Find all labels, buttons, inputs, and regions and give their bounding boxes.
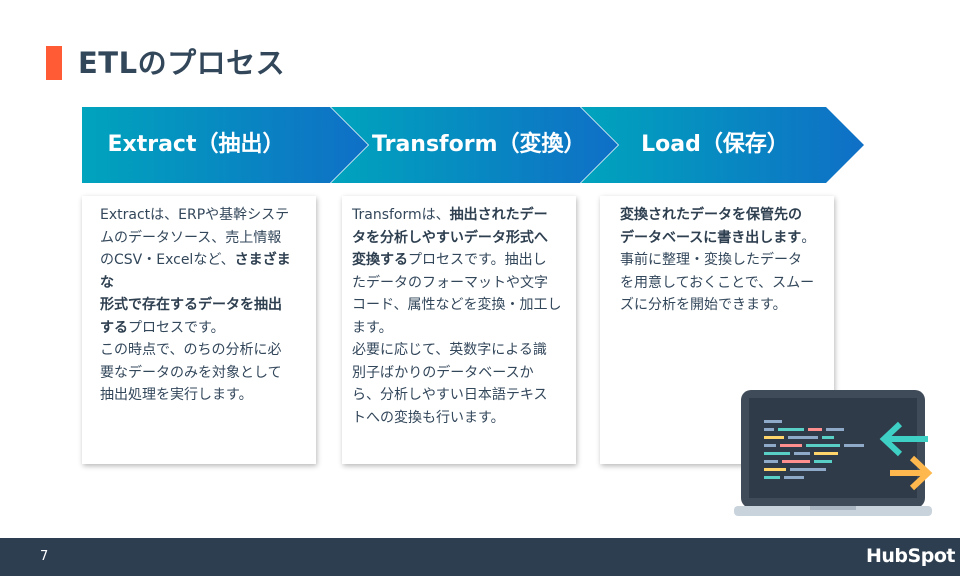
arrow-left-icon [879, 421, 928, 457]
card-line: タを分析しやすいデータ形式へ [352, 227, 562, 250]
card-line: 変換するプロセスです。抽出し [352, 249, 562, 272]
card-line: たデータのフォーマットや文字 [352, 272, 562, 295]
page-number: 7 [40, 549, 49, 564]
card-extract: Extractは、ERPや基幹システムのデータソース、売上情報のCSV・Exce… [82, 196, 316, 464]
card-line: するプロセスです。 [100, 317, 302, 340]
card-line: 要なデータのみを対象として [100, 362, 302, 385]
card-line: ら、分析しやすい日本語テキス [352, 384, 562, 407]
body-text: この時点で、のちの分析に必 [100, 342, 282, 358]
emphasis-text: データベースに書き出します [620, 229, 802, 246]
body-text: プロセスです。 [128, 319, 225, 336]
body-text: 必要に応じて、英数字による識 [352, 342, 547, 358]
emphasis-text: 形式で存在するデータを抽出 [100, 297, 282, 313]
body-text: Transformは、 [352, 207, 450, 223]
body-text: ます。 [352, 319, 393, 336]
card-line: ます。 [352, 317, 562, 340]
emphasis-text: 抽出されたデー [449, 207, 548, 223]
card-line: トへの変換も行います。 [352, 407, 562, 430]
body-text: たデータのフォーマットや文字 [352, 274, 548, 291]
step-label-extract: Extract（抽出） [107, 132, 285, 157]
arrow-right-icon [890, 455, 933, 491]
emphasis-text: タを分析しやすいデータ形式へ [352, 229, 548, 246]
card-line: 形式で存在するデータを抽出 [100, 294, 302, 317]
card-line: 事前に整理・変換したデータ [620, 249, 820, 272]
body-text: のCSV・Excelなど、 [100, 252, 235, 268]
body-text: プロセスです。抽出し [408, 252, 547, 268]
body-text: 事前に整理・変換したデータ [620, 252, 802, 268]
slide-title: ETLのプロセス [78, 46, 286, 80]
emphasis-text: 変換する [352, 252, 408, 268]
card-line: Extractは、ERPや基幹システ [100, 204, 302, 227]
card-line: この時点で、のちの分析に必 [100, 339, 302, 362]
body-text: 抽出処理を実行します。 [100, 387, 253, 403]
card-line: 抽出処理を実行します。 [100, 384, 302, 407]
card-line: ズに分析を開始できます。 [620, 294, 820, 317]
step-label-transform: Transform（変換） [372, 132, 586, 157]
card-line: 別子ばかりのデータベースか [352, 362, 562, 385]
card-line: のCSV・Excelなど、さまざまな [100, 249, 302, 294]
card-line: 必要に応じて、英数字による識 [352, 339, 562, 362]
body-text: 要なデータのみを対象として [100, 364, 282, 381]
body-text: トへの変換も行います。 [352, 409, 505, 426]
body-text: 別子ばかりのデータベースか [352, 364, 534, 381]
card-transform: Transformは、抽出されたデータを分析しやすいデータ形式へ変換するプロセス… [342, 196, 576, 464]
card-line: 変換されたデータを保管先の [620, 204, 820, 227]
emphasis-text: する [100, 319, 128, 336]
card-line: Transformは、抽出されたデー [352, 204, 562, 227]
step-label-load: Load（保存） [641, 132, 789, 157]
body-text: 。 [801, 229, 816, 246]
body-text: を用意しておくことで、スムー [620, 274, 815, 291]
body-text: ら、分析しやすい日本語テキス [352, 387, 548, 403]
body-text: コード、属性などを変換・加工し [352, 297, 562, 313]
body-text: ムのデータソース、売上情報 [100, 229, 282, 246]
body-text: Extractは、ERPや基幹システ [100, 207, 290, 223]
body-text: ズに分析を開始できます。 [620, 297, 787, 313]
card-line: ムのデータソース、売上情報 [100, 227, 302, 250]
laptop-code-icon [734, 390, 933, 516]
emphasis-text: 変換されたデータを保管先の [620, 207, 802, 223]
card-line: データベースに書き出します。 [620, 227, 820, 250]
title-accent-bar [46, 46, 62, 80]
footer-bar: 7 HubSpot [0, 538, 960, 576]
hubspot-logo: HubSpot [866, 545, 955, 567]
card-line: コード、属性などを変換・加工し [352, 294, 562, 317]
emphasis-text: さまざまな [100, 252, 291, 291]
card-line: を用意しておくことで、スムー [620, 272, 820, 295]
